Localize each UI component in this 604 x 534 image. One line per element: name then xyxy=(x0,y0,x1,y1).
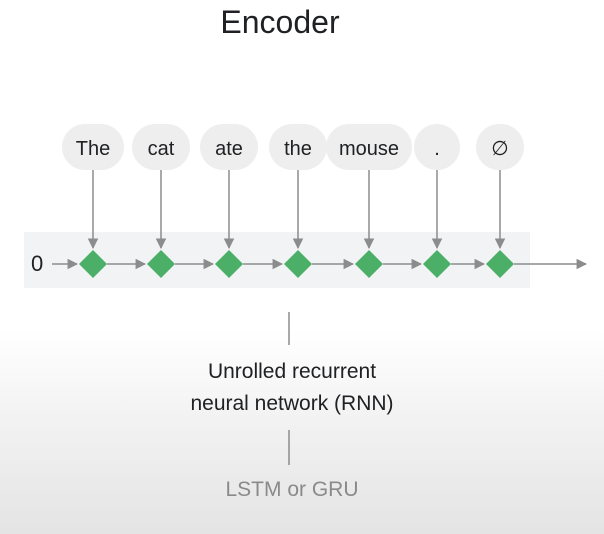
rnn-cell-node-7 xyxy=(486,250,514,278)
token-2: cat xyxy=(132,124,190,250)
diagram-title: Encoder xyxy=(220,4,340,40)
rnn-cell-node-3 xyxy=(215,250,243,278)
cell-type-caption: LSTM or GRU xyxy=(225,478,359,501)
token-label: mouse xyxy=(339,138,399,160)
caption-line-1: Unrolled recurrent xyxy=(207,360,377,383)
rnn-cell-node-4 xyxy=(284,250,312,278)
token-label: The xyxy=(76,138,110,160)
token-5: mouse xyxy=(326,124,412,250)
token-3: ate xyxy=(200,124,258,250)
rnn-cell-node-5 xyxy=(355,250,383,278)
token-label: ∅ xyxy=(491,138,508,160)
caption-line-2: neural network (RNN) xyxy=(190,392,394,415)
rnn-cell-node-2 xyxy=(147,250,175,278)
token-1: The xyxy=(62,124,124,250)
rnn-caption: Unrolled recurrent neural network (RNN) xyxy=(140,356,444,420)
token-label: ate xyxy=(215,138,243,160)
token-bubble xyxy=(414,124,460,170)
token-label: cat xyxy=(148,138,175,160)
initial-state-label: 0 xyxy=(31,251,43,276)
token-bubble xyxy=(476,124,524,170)
token-label: the xyxy=(284,138,312,160)
token-4: the xyxy=(269,124,327,250)
token-label: . xyxy=(434,138,440,160)
token-bubble xyxy=(132,124,190,170)
rnn-cell-node-1 xyxy=(79,250,107,278)
rnn-cell-node-6 xyxy=(423,250,451,278)
token-bubble xyxy=(62,124,124,170)
token-bubble xyxy=(200,124,258,170)
token-7: ∅ xyxy=(476,124,524,250)
token-bubble xyxy=(269,124,327,170)
token-6: . xyxy=(414,124,460,250)
token-bubble xyxy=(326,124,412,170)
